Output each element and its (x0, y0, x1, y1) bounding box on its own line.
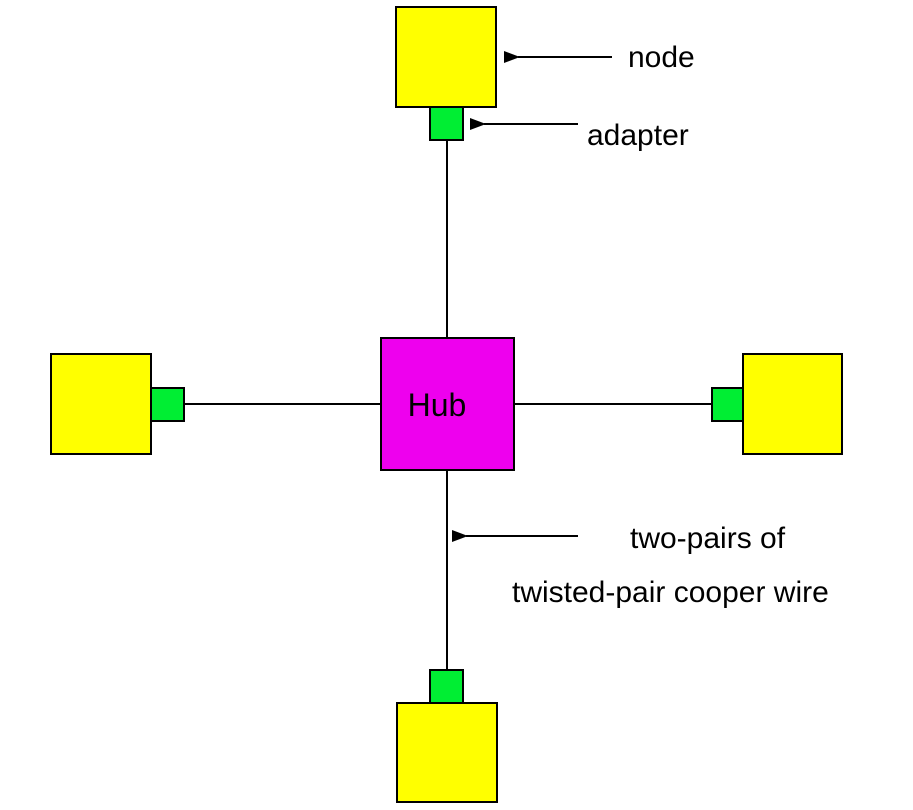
adapter-annotation: adapter (587, 119, 689, 152)
wire-annotation-line1: two-pairs of (630, 522, 786, 555)
node-left (50, 353, 152, 455)
adapter-top (429, 106, 464, 141)
adapter-bottom (429, 669, 464, 704)
node-top (395, 6, 497, 108)
wire-annotation-line2: twisted-pair cooper wire (512, 576, 829, 609)
hub (380, 337, 515, 471)
node-annotation: node (628, 41, 695, 74)
hub-label: Hub (408, 387, 467, 423)
adapter-left (150, 387, 185, 422)
node-bottom (396, 702, 498, 803)
adapter-right (711, 387, 744, 422)
node-right (742, 353, 843, 455)
